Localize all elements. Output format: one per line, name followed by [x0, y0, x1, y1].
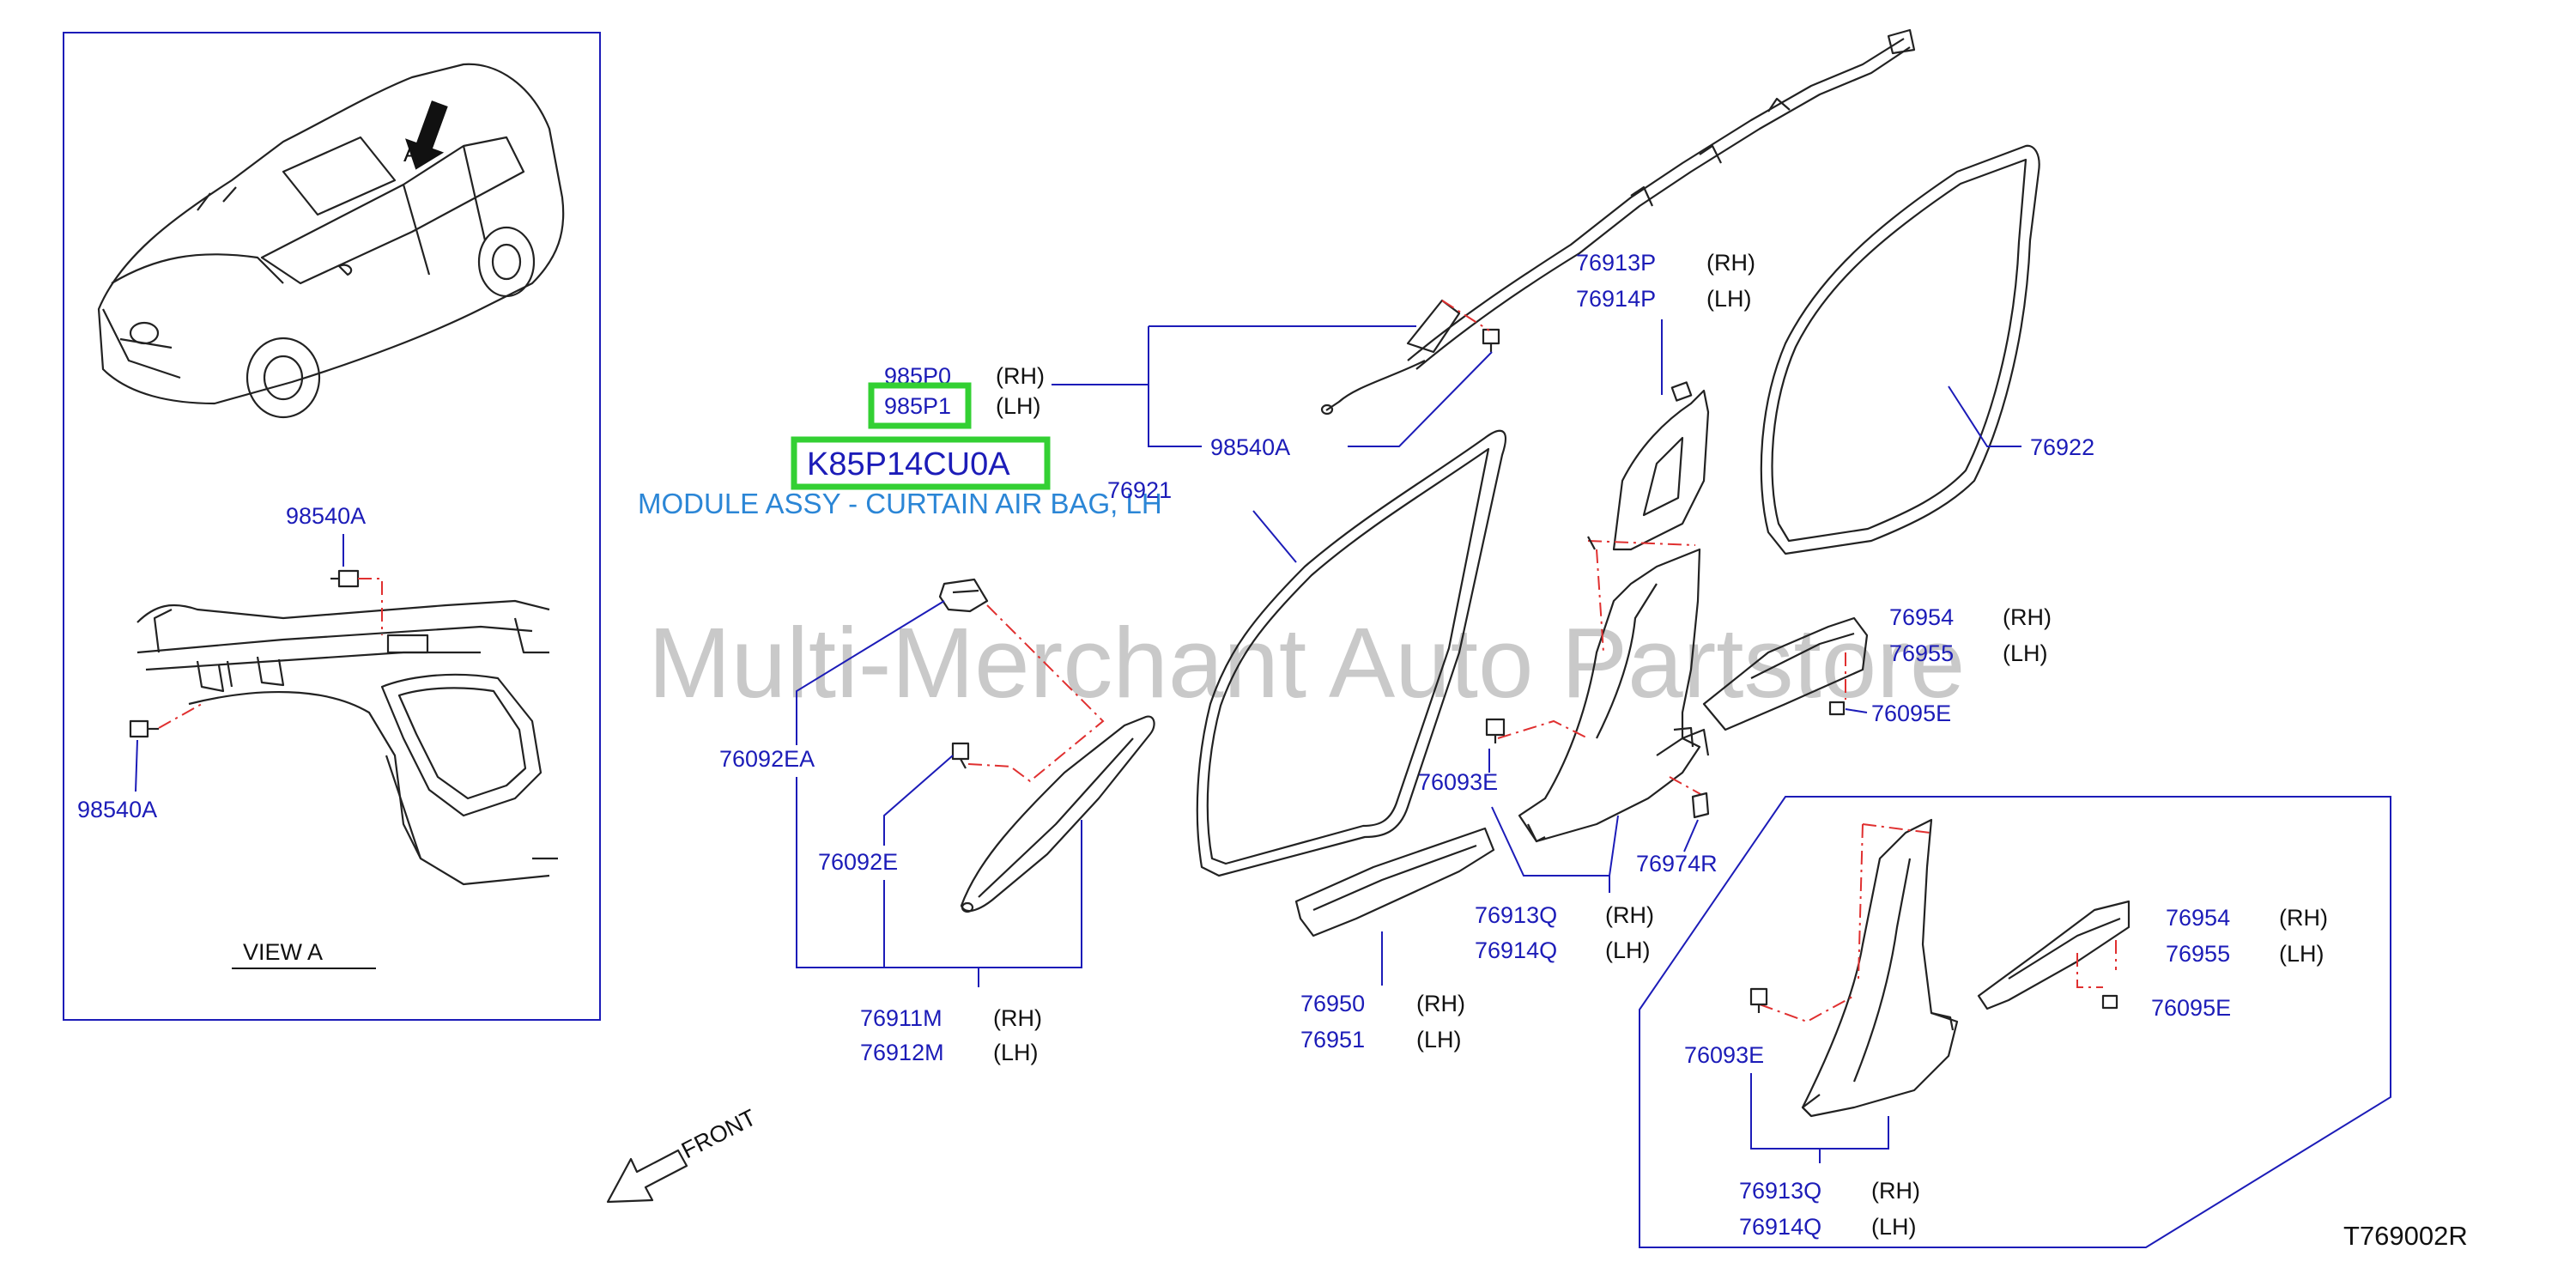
- label-76951: 76951: [1300, 1027, 1365, 1053]
- label-98540A: 98540A: [1210, 434, 1290, 460]
- diagram-reference: T769002R: [2343, 1221, 2468, 1251]
- callout-985P: 985P0 (RH) 985P1 (LH) 98540A: [868, 325, 1493, 460]
- label-76912M: 76912M: [860, 1040, 944, 1065]
- vehicle-illustration: [97, 63, 565, 419]
- detail-label-76913Q-side: (RH): [1871, 1178, 1920, 1204]
- label-76951-side: (LH): [1416, 1027, 1462, 1053]
- label-76913Q: 76913Q: [1475, 902, 1557, 928]
- highlight-box-985P1: [868, 382, 972, 429]
- detail-label-76954: 76954: [2166, 905, 2230, 931]
- detail-label-76955-side: (LH): [2279, 941, 2324, 967]
- clip-98540A-lower: [129, 719, 159, 738]
- inset-label-98540A-bottom: 98540A: [77, 797, 157, 822]
- kick-plate-upper: 76954 (RH) 76955 (LH) 76095E: [1702, 604, 2052, 731]
- highlight-part-number: K85P14CU0A: [807, 446, 1010, 482]
- inset-panel: A: [63, 32, 601, 1021]
- highlight-description: MODULE ASSY - CURTAIN AIR BAG, LH: [638, 488, 1162, 519]
- highlighted-part: K85P14CU0A MODULE ASSY - CURTAIN AIR BAG…: [638, 436, 1162, 519]
- clip-98540A-upper: [330, 569, 360, 588]
- callout-76913Q-main: 76913Q (RH) 76914Q (LH): [1475, 902, 1654, 963]
- detail-label-76955: 76955: [2166, 941, 2230, 967]
- clip-76974R: 76974R: [1636, 792, 1718, 877]
- label-76093E: 76093E: [1418, 769, 1498, 795]
- label-76914P-side: (LH): [1706, 286, 1752, 312]
- label-76954-side: (RH): [2003, 604, 2052, 630]
- upper-pillar-trim: 76913P (RH) 76914P (LH): [1576, 250, 1755, 551]
- label-76914P: 76914P: [1576, 286, 1656, 312]
- label-76092E: 76092E: [818, 849, 898, 875]
- front-label: FRONT: [677, 1104, 760, 1163]
- label-76950: 76950: [1300, 991, 1365, 1016]
- label-76913Q-side: (RH): [1605, 902, 1654, 928]
- detail-clip-76093E: [1749, 987, 1768, 1013]
- clip-76092E: [951, 742, 970, 769]
- front-direction-indicator: FRONT: [606, 1104, 761, 1204]
- label-76095E: 76095E: [1871, 701, 1951, 726]
- label-76974R: 76974R: [1636, 851, 1718, 877]
- detail-label-76095E: 76095E: [2151, 995, 2231, 1021]
- label-76911M: 76911M: [860, 1005, 943, 1031]
- label-76912M-side: (LH): [993, 1040, 1039, 1065]
- curtain-airbag: [1320, 28, 1916, 416]
- watermark: Multi-Merchant Auto Partstore: [648, 607, 1965, 719]
- front-door-weatherstrip: 76921: [1107, 429, 1506, 877]
- clip-76092EA: [938, 578, 989, 613]
- label-76955-side: (LH): [2003, 640, 2048, 666]
- front-kick-plate: 76950 (RH) 76951 (LH): [1294, 827, 1495, 1053]
- view-a-label: VIEW A: [243, 939, 323, 965]
- label-985P1: 985P1: [884, 393, 951, 419]
- label-76914Q-side: (LH): [1605, 937, 1651, 963]
- label-76922: 76922: [2030, 434, 2094, 460]
- detail-panel: 76093E 76913Q (RH) 76914Q (LH) 76954 (RH…: [1639, 796, 2391, 1248]
- airbag-bolt: [1482, 328, 1500, 352]
- label-76950-side: (RH): [1416, 991, 1465, 1016]
- detail-label-76914Q: 76914Q: [1739, 1214, 1821, 1240]
- detail-label-76914Q-side: (LH): [1871, 1214, 1917, 1240]
- detail-label-76954-side: (RH): [2279, 905, 2328, 931]
- label-76092EA: 76092EA: [719, 746, 815, 772]
- label-76954: 76954: [1889, 604, 1954, 630]
- label-76911M-side: (RH): [993, 1005, 1042, 1031]
- highlight-box-part-number: [791, 436, 1051, 490]
- inset-label-98540A-top: 98540A: [286, 503, 366, 529]
- label-76921: 76921: [1107, 477, 1172, 503]
- label-985P0-side: (RH): [996, 363, 1045, 389]
- clip-76093E: 76093E: [1418, 718, 1619, 893]
- view-a-detail: 98540A 98540A VIEW A: [77, 503, 558, 969]
- detail-label-76913Q: 76913Q: [1739, 1178, 1821, 1204]
- a-pillar-trim: 76092EA 76092E 76911M (RH) 76912M (LH): [719, 578, 1155, 1065]
- rear-door-weatherstrip: 76922: [1760, 144, 2094, 555]
- detail-label-76093E: 76093E: [1684, 1042, 1764, 1068]
- label-76913P-side: (RH): [1706, 250, 1755, 276]
- label-985P1-side: (LH): [996, 393, 1041, 419]
- label-76955: 76955: [1889, 640, 1954, 666]
- view-a-arrow-label: A: [403, 141, 419, 167]
- label-76914Q: 76914Q: [1475, 937, 1557, 963]
- label-76913P: 76913P: [1576, 250, 1656, 276]
- view-a-arrow: A: [403, 100, 448, 170]
